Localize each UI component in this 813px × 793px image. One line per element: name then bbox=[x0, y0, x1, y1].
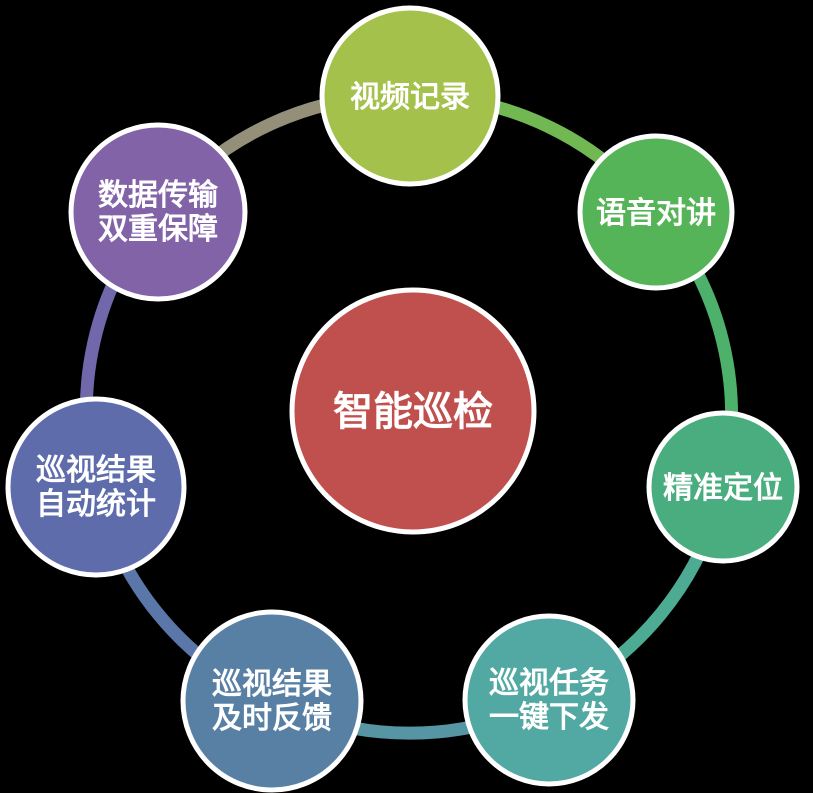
node-data-transmission-label-line1: 数据传输 bbox=[98, 179, 219, 212]
node-result-feedback-label-line1: 巡视结果 bbox=[212, 668, 332, 701]
node-task-dispatch: 巡视任务 一键下发 bbox=[462, 613, 636, 787]
node-data-transmission: 数据传输 双重保障 bbox=[68, 122, 248, 302]
node-result-statistics-label-line1: 巡视结果 bbox=[36, 454, 156, 487]
node-result-statistics-label-line2: 自动统计 bbox=[36, 487, 156, 521]
node-precise-positioning: 精准定位 bbox=[646, 410, 800, 564]
node-video-recording-label: 视频记录 bbox=[350, 81, 470, 114]
node-voice-intercom-circle bbox=[577, 133, 735, 291]
node-precise-positioning-circle bbox=[646, 410, 800, 564]
node-result-feedback: 巡视结果 及时反馈 bbox=[180, 609, 364, 793]
node-voice-intercom-label: 语音对讲 bbox=[596, 197, 716, 230]
center-node-label: 智能巡检 bbox=[333, 390, 493, 434]
node-video-recording: 视频记录 bbox=[319, 5, 501, 187]
node-result-statistics-circle bbox=[5, 396, 187, 578]
node-result-feedback-circle bbox=[180, 609, 364, 793]
node-task-dispatch-circle bbox=[462, 613, 636, 787]
node-result-feedback-label-line2: 及时反馈 bbox=[212, 702, 332, 735]
node-task-dispatch-label-line2: 一键下发 bbox=[489, 701, 609, 734]
node-task-dispatch-label-line1: 巡视任务 bbox=[489, 667, 609, 700]
node-data-transmission-label-line2: 双重保障 bbox=[98, 212, 218, 246]
center-node: 智能巡检 bbox=[289, 287, 537, 535]
node-data-transmission-circle bbox=[68, 122, 248, 302]
node-result-statistics: 巡视结果 自动统计 bbox=[5, 396, 187, 578]
node-video-recording-circle bbox=[319, 5, 501, 187]
node-precise-positioning-label: 精准定位 bbox=[663, 471, 783, 505]
node-voice-intercom: 语音对讲 bbox=[577, 133, 735, 291]
center-node-circle bbox=[289, 287, 537, 535]
